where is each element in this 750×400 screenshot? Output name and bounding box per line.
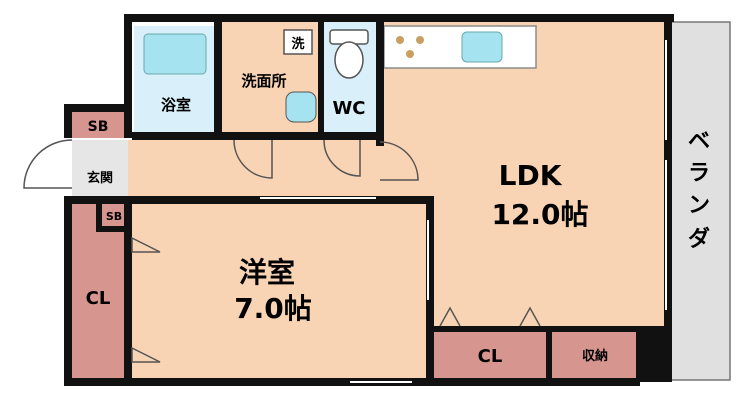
toilet-bowl — [334, 41, 364, 79]
western-room-size-label: 7.0帖 — [234, 292, 312, 325]
western-room-label: 洋室 — [239, 256, 295, 289]
veranda-area — [667, 21, 731, 381]
washer-label: 洗 — [291, 36, 304, 52]
stove-burner-3 — [406, 50, 414, 58]
doors — [23, 139, 541, 363]
washroom-label: 洗面所 — [241, 72, 286, 90]
wash-basin — [285, 91, 317, 123]
wc-label: WC — [332, 98, 365, 119]
shoe-box-small-label: SB — [106, 210, 122, 223]
closet-left — [70, 204, 128, 378]
entrance-floor — [72, 140, 128, 198]
veranda-char: ダ — [688, 226, 710, 252]
veranda-label: ベ ラ ン ダ — [688, 129, 710, 252]
shoe-box-top-label: SB — [88, 119, 109, 135]
closet-bottom-label: CL — [478, 346, 503, 367]
bathtub — [143, 33, 207, 75]
storage-cabinet — [552, 330, 638, 378]
ldk-lower-strip — [430, 200, 540, 328]
washer-space — [283, 29, 313, 55]
veranda-char: ベ — [688, 129, 710, 154]
windows — [260, 40, 667, 383]
veranda-char: ラ — [688, 161, 710, 186]
closet-bottom — [434, 330, 546, 378]
stove-burner-1 — [396, 36, 404, 44]
veranda-char: ン — [688, 193, 710, 218]
closet-left-label: CL — [86, 288, 111, 309]
entrance-label: 玄関 — [87, 170, 113, 186]
hallway-floor — [128, 140, 428, 198]
kitchen-counter — [383, 25, 537, 69]
storage-label: 収納 — [582, 348, 608, 364]
western-room-floor — [128, 200, 428, 378]
kitchen-sink — [461, 31, 503, 63]
shoe-box-top — [72, 112, 128, 138]
ldk-size-label: 12.0帖 — [491, 198, 588, 231]
ldk-label: LDK — [499, 159, 563, 192]
bath-label: 浴室 — [161, 96, 191, 114]
stove-burner-2 — [416, 36, 424, 44]
